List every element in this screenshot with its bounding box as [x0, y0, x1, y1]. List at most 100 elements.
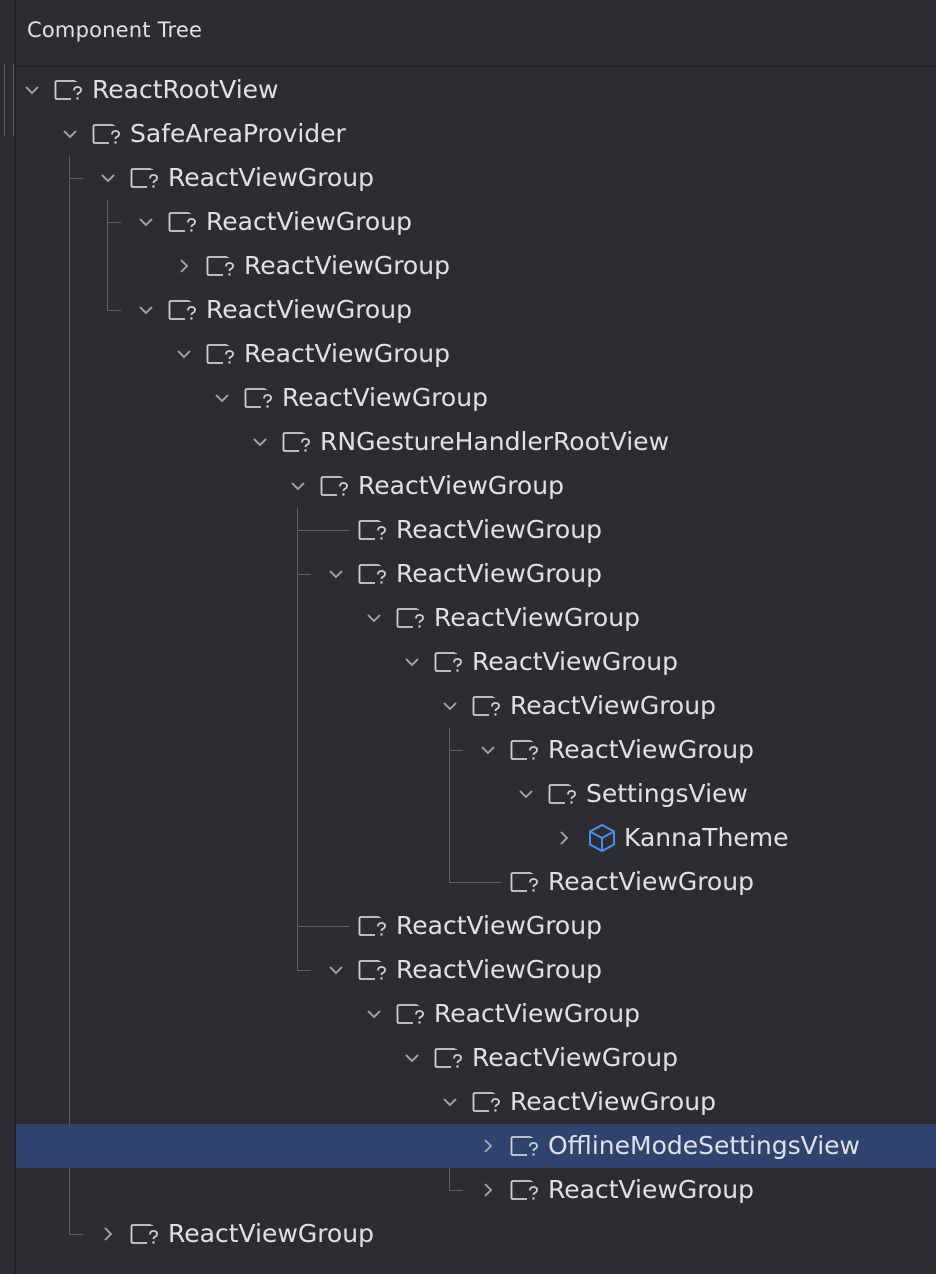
tree-node-label: KannaTheme	[624, 823, 789, 852]
tree-node-label: ReactViewGroup	[168, 1219, 374, 1248]
view-unknown-icon	[244, 386, 276, 410]
tree-node[interactable]: ReactViewGroup	[16, 1036, 936, 1080]
tree-node[interactable]: ReactViewGroup	[16, 904, 936, 948]
tree-guide-line	[107, 200, 108, 310]
tree-node[interactable]: ReactViewGroup	[16, 992, 936, 1036]
tree-node-label: ReactViewGroup	[396, 515, 602, 544]
tree-node-label: RNGestureHandlerRootView	[320, 427, 670, 456]
tree-node[interactable]: ReactViewGroup	[16, 1168, 936, 1212]
view-unknown-icon	[472, 694, 504, 718]
view-unknown-icon	[510, 1178, 542, 1202]
view-unknown-icon	[434, 650, 466, 674]
view-unknown-icon	[510, 1134, 542, 1158]
chevron-down-icon[interactable]	[326, 564, 346, 584]
chevron-right-icon[interactable]	[478, 1136, 498, 1156]
tree-node[interactable]: SettingsView	[16, 772, 936, 816]
view-unknown-icon	[92, 122, 124, 146]
chevron-down-icon[interactable]	[440, 1092, 460, 1112]
tree-node-label: ReactViewGroup	[244, 339, 450, 368]
tree-guide-line	[449, 882, 501, 883]
chevron-down-icon[interactable]	[364, 608, 384, 628]
tree-guide-line	[449, 750, 463, 751]
tree-node[interactable]: ReactViewGroup	[16, 464, 936, 508]
chevron-right-icon[interactable]	[98, 1224, 118, 1244]
tree-node[interactable]: ReactViewGroup	[16, 684, 936, 728]
chevron-down-icon[interactable]	[402, 1048, 422, 1068]
tree-node[interactable]: ReactViewGroup	[16, 376, 936, 420]
tree-node-label: ReactViewGroup	[244, 251, 450, 280]
tree-guide-line	[297, 926, 349, 927]
tree-node[interactable]: ReactViewGroup	[16, 948, 936, 992]
tree-node[interactable]: ReactViewGroup	[16, 596, 936, 640]
chevron-right-icon[interactable]	[174, 256, 194, 276]
tree-node-label: ReactViewGroup	[548, 735, 754, 764]
chevron-down-icon[interactable]	[174, 344, 194, 364]
chevron-down-icon[interactable]	[250, 432, 270, 452]
chevron-down-icon[interactable]	[364, 1004, 384, 1024]
tree-node-label: ReactViewGroup	[396, 559, 602, 588]
tree-node[interactable]: ReactViewGroup	[16, 860, 936, 904]
chevron-down-icon[interactable]	[402, 652, 422, 672]
view-unknown-icon	[358, 518, 390, 542]
tree-node[interactable]: ReactViewGroup	[16, 640, 936, 684]
chevron-down-icon[interactable]	[516, 784, 536, 804]
tree-node[interactable]: KannaTheme	[16, 816, 936, 860]
view-unknown-icon	[396, 1002, 428, 1026]
tree-node[interactable]: ReactViewGroup	[16, 156, 936, 200]
tree-node-label: ReactViewGroup	[472, 647, 678, 676]
chevron-down-icon[interactable]	[326, 960, 346, 980]
view-unknown-icon	[206, 254, 238, 278]
tree-node-label: ReactViewGroup	[206, 295, 412, 324]
tree-node-label: ReactViewGroup	[548, 867, 754, 896]
tree-node[interactable]: ReactViewGroup	[16, 728, 936, 772]
tree-node[interactable]: ReactViewGroup	[16, 332, 936, 376]
tree-node[interactable]: ReactViewGroup	[16, 552, 936, 596]
view-unknown-icon	[168, 298, 200, 322]
chevron-down-icon[interactable]	[288, 476, 308, 496]
tree-guide-line	[69, 156, 70, 1234]
chevron-down-icon[interactable]	[440, 696, 460, 716]
chevron-down-icon[interactable]	[478, 740, 498, 760]
tree-guide-line	[297, 970, 311, 971]
view-unknown-icon	[358, 562, 390, 586]
view-unknown-icon	[434, 1046, 466, 1070]
chevron-down-icon[interactable]	[60, 124, 80, 144]
view-unknown-icon	[130, 1222, 162, 1246]
tree-node[interactable]: ReactViewGroup	[16, 508, 936, 552]
chevron-right-icon[interactable]	[478, 1180, 498, 1200]
chevron-down-icon[interactable]	[22, 80, 42, 100]
tree-node-label: SettingsView	[586, 779, 748, 808]
tree-node-label: ReactViewGroup	[548, 1175, 754, 1204]
chevron-down-icon[interactable]	[212, 388, 232, 408]
view-unknown-icon	[206, 342, 238, 366]
chevron-down-icon[interactable]	[136, 212, 156, 232]
view-unknown-icon	[510, 738, 542, 762]
tree-node-label: ReactRootView	[92, 75, 279, 104]
tree-node[interactable]: ReactViewGroup	[16, 288, 936, 332]
tree-node-label: ReactViewGroup	[510, 1087, 716, 1116]
view-unknown-icon	[168, 210, 200, 234]
view-unknown-icon	[472, 1090, 504, 1114]
chevron-down-icon[interactable]	[136, 300, 156, 320]
tree-node-label: ReactViewGroup	[472, 1043, 678, 1072]
view-unknown-icon	[130, 166, 162, 190]
tree-node[interactable]: RNGestureHandlerRootView	[16, 420, 936, 464]
tree-guide-line	[297, 508, 298, 970]
tree-node[interactable]: ReactViewGroup	[16, 200, 936, 244]
tree-node-label: OfflineModeSettingsView	[548, 1131, 860, 1160]
tree-node[interactable]: SafeAreaProvider	[16, 112, 936, 156]
panel-title: Component Tree	[27, 18, 203, 42]
tree-node-label: ReactViewGroup	[396, 955, 602, 984]
tree-node[interactable]: OfflineModeSettingsView	[16, 1124, 936, 1168]
tree-node[interactable]: ReactViewGroup	[16, 1212, 936, 1256]
tree-node-label: ReactViewGroup	[168, 163, 374, 192]
tree-node[interactable]: ReactRootView	[16, 68, 936, 112]
tree-node[interactable]: ReactViewGroup	[16, 244, 936, 288]
gutter-handle[interactable]	[4, 64, 14, 136]
tree-node[interactable]: ReactViewGroup	[16, 1080, 936, 1124]
tree-node-label: ReactViewGroup	[358, 471, 564, 500]
chevron-down-icon[interactable]	[98, 168, 118, 188]
chevron-right-icon[interactable]	[554, 828, 574, 848]
tree-node-label: ReactViewGroup	[434, 603, 640, 632]
